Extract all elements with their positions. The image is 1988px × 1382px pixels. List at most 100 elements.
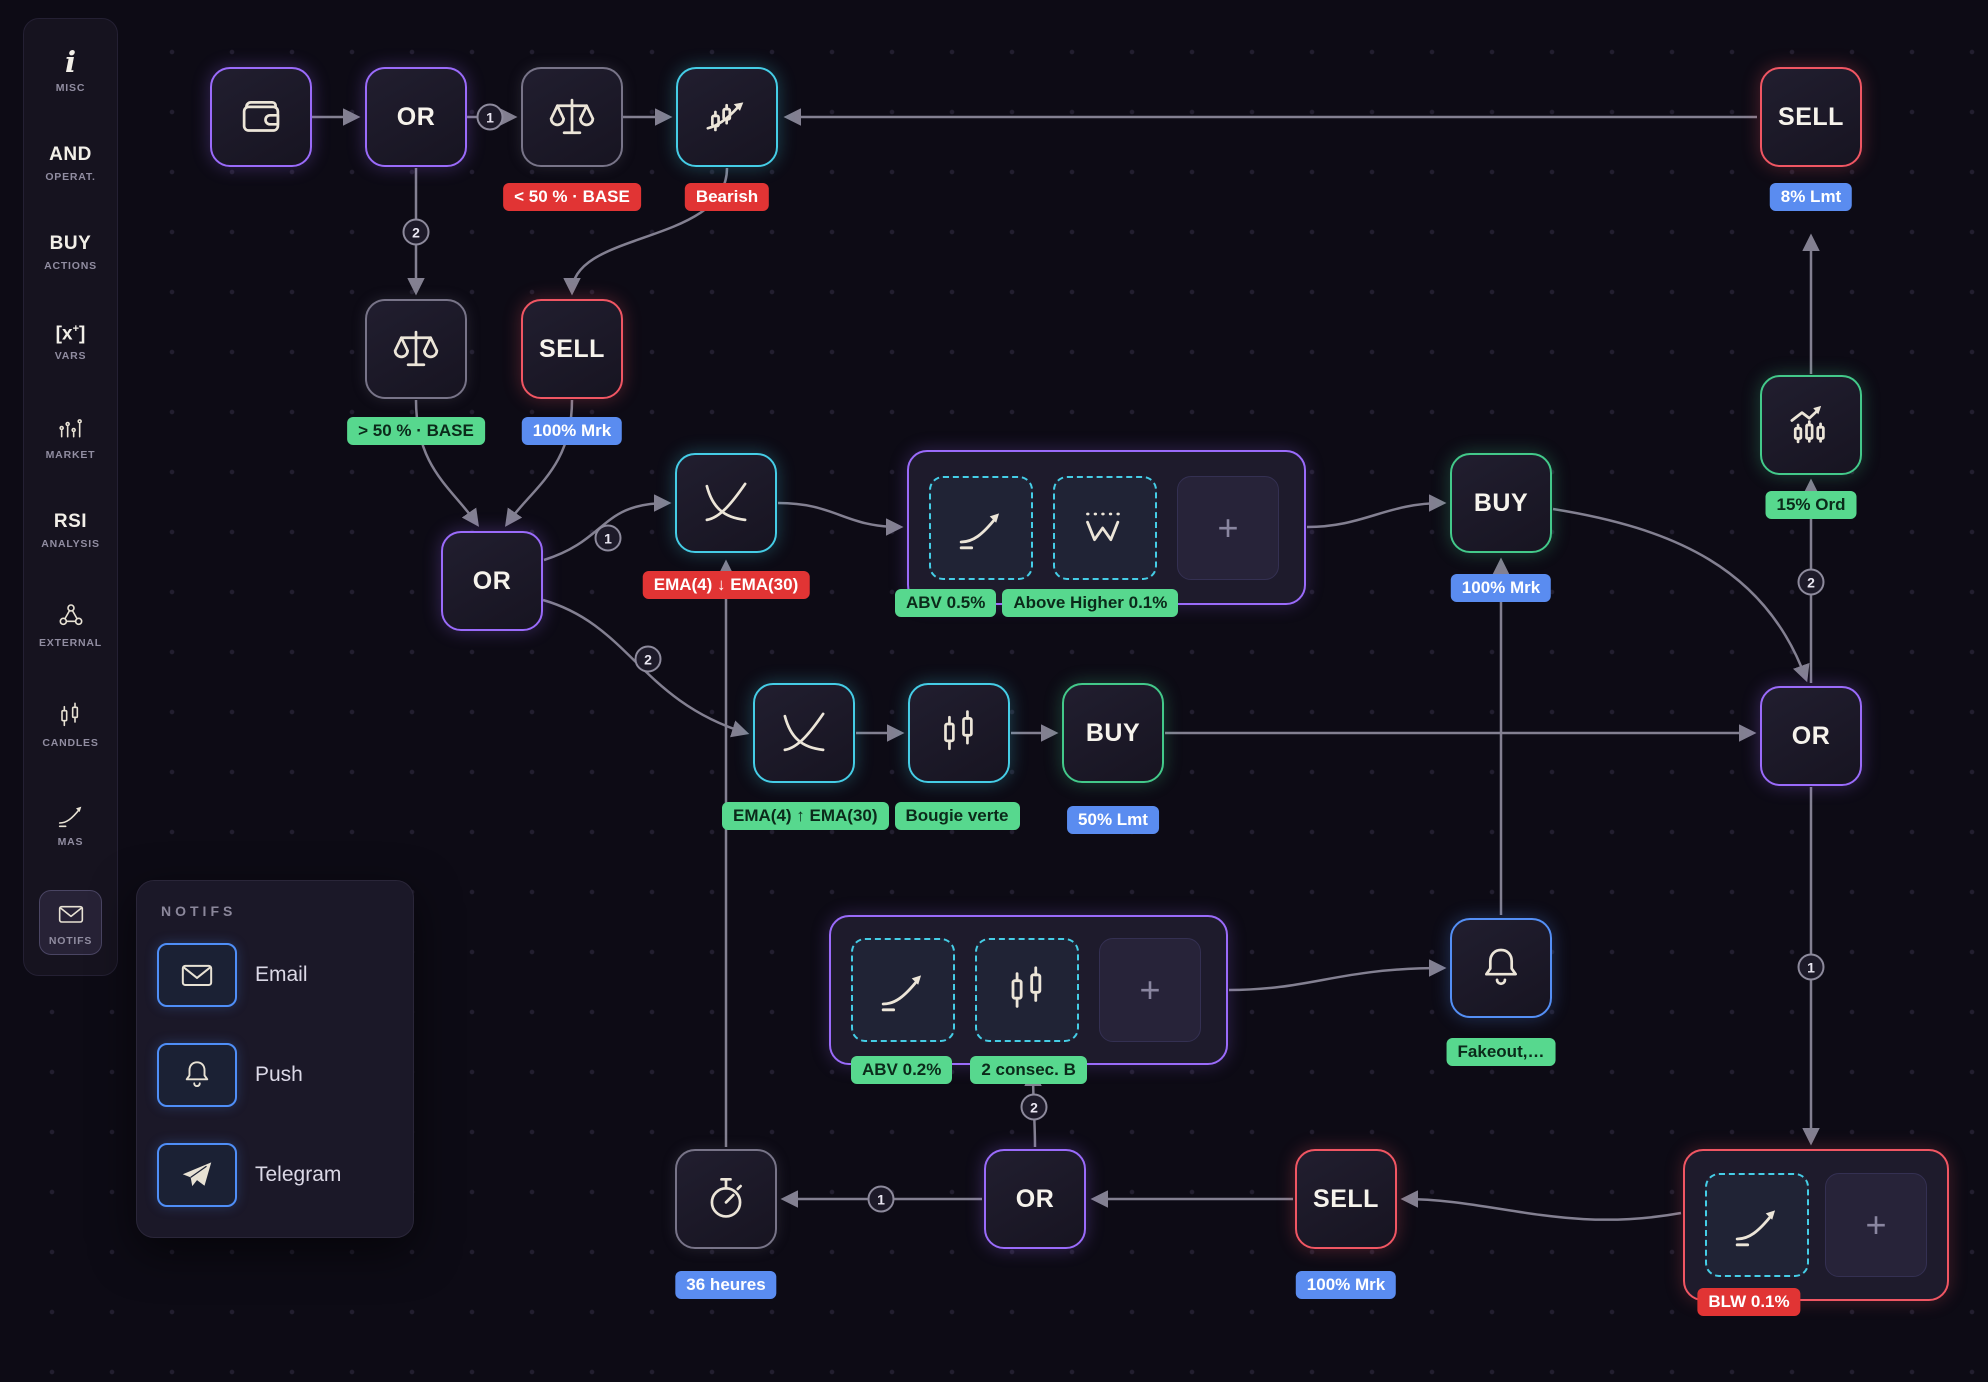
group2-condition-abv[interactable] (851, 938, 955, 1042)
pill-above-higher[interactable]: Above Higher 0.1% (1002, 589, 1179, 617)
branch-badge: 1 (476, 103, 504, 131)
trend-condition-node-bearish[interactable] (676, 67, 778, 167)
sell-node-mid[interactable]: SELL (521, 299, 623, 399)
branch-badge: 2 (402, 218, 430, 246)
notif-block-push[interactable]: Push (157, 1043, 303, 1107)
pill-ema-down[interactable]: EMA(4) ↓ EMA(30) (642, 571, 810, 599)
branch-badge: 1 (867, 1185, 895, 1213)
scales-icon (393, 330, 439, 367)
notification-node[interactable] (1450, 918, 1552, 1018)
or-node-label: OR (1791, 721, 1831, 750)
timer-node[interactable] (675, 1149, 777, 1249)
buy-node-second[interactable]: BUY (1062, 683, 1164, 783)
sidebar-item-notifs[interactable]: NOTIFS (38, 889, 103, 955)
or-node-bottom[interactable]: OR (984, 1149, 1086, 1249)
ema-cross-down-node[interactable] (675, 453, 777, 553)
trend-up-icon (1735, 1210, 1776, 1247)
sidebar-item-external[interactable]: EXTERNAL (29, 592, 112, 657)
market-icon (58, 419, 82, 438)
or-node-2[interactable]: OR (441, 531, 543, 631)
group1-pills: ABV 0.5% Above Higher 0.1% (895, 589, 1179, 617)
trend-up-icon (959, 512, 1000, 549)
pill-consec-b[interactable]: 2 consec. B (970, 1056, 1087, 1084)
envelope-icon (58, 905, 83, 923)
stopwatch-icon (710, 1177, 742, 1218)
w-pattern-icon (1086, 512, 1124, 541)
mas-icon (58, 806, 81, 827)
pill-balance-lt50[interactable]: < 50 % · BASE (503, 183, 641, 211)
buy-node-main[interactable]: BUY (1450, 453, 1552, 553)
trend-candles-icon (706, 102, 744, 132)
or-node-right[interactable]: OR (1760, 686, 1862, 786)
sidebar-item-analysis[interactable]: RSI ANALYSIS (41, 511, 100, 551)
buy-node-label: BUY (1473, 488, 1529, 517)
group1-condition-higher-low[interactable] (1053, 475, 1157, 580)
branch-badge: 2 (1797, 568, 1825, 596)
sidebar-item-misc[interactable]: i MISC (55, 45, 86, 94)
add-block-button[interactable]: + (1177, 475, 1279, 580)
telegram-icon (182, 1162, 212, 1187)
chart-up-icon (1790, 405, 1825, 444)
pill-chart-order[interactable]: 15% Ord (1765, 491, 1857, 519)
sidebar-item-vars[interactable]: [x+] VARS (54, 322, 87, 362)
sidebar-item-candles[interactable]: CANDLES (32, 692, 108, 757)
condition-group-2[interactable]: + (829, 915, 1228, 1065)
condition-group-3[interactable]: + (1683, 1149, 1949, 1301)
condition-group-1[interactable]: + (907, 450, 1306, 605)
pill-sell-bottom-amount[interactable]: 100% Mrk (1295, 1271, 1397, 1299)
sidebar-item-operators[interactable]: AND OPERAT. (45, 144, 96, 184)
pill-bougie-verte[interactable]: Bougie verte (894, 802, 1020, 830)
notifs-panel: NOTIFS Email Push (136, 880, 414, 1238)
ema-cross-up-node[interactable] (753, 683, 855, 783)
external-icon (59, 604, 82, 626)
sell-node-top[interactable]: SELL (1760, 67, 1862, 167)
pill-buy-second-amount[interactable]: 50% Lmt (1067, 806, 1159, 834)
balance-condition-node-gt50[interactable] (365, 299, 467, 399)
group1-condition-abv[interactable] (929, 475, 1033, 580)
bell-icon (185, 1061, 209, 1087)
or-node-label: OR (1015, 1184, 1055, 1213)
group3-condition-blw[interactable] (1705, 1173, 1809, 1277)
buy-node-label: BUY (1085, 718, 1141, 747)
pill-buy-main-amount[interactable]: 100% Mrk (1450, 574, 1552, 602)
group2-condition-candles[interactable] (975, 938, 1079, 1042)
pill-balance-gt50[interactable]: > 50 % · BASE (347, 417, 485, 445)
sell-node-label: SELL (539, 334, 605, 363)
envelope-icon (181, 964, 213, 986)
branch-badge: 2 (1020, 1093, 1048, 1121)
pill-abv-02[interactable]: ABV 0.2% (851, 1056, 953, 1084)
or-node-label: OR (396, 102, 436, 131)
ema-cross-icon (705, 482, 747, 522)
notif-block-telegram[interactable]: Telegram (157, 1143, 341, 1207)
add-block-button[interactable]: + (1099, 938, 1201, 1042)
or-node-1[interactable]: OR (365, 67, 467, 167)
sidebar-item-actions[interactable]: BUY ACTIONS (44, 233, 97, 273)
chart-order-node[interactable] (1760, 375, 1862, 475)
candles-icon (944, 710, 973, 751)
pill-ema-up[interactable]: EMA(4) ↑ EMA(30) (722, 802, 889, 830)
pill-fakeout[interactable]: Fakeout,… (1446, 1038, 1556, 1066)
pill-timer-duration[interactable]: 36 heures (675, 1271, 777, 1299)
green-candle-node[interactable] (908, 683, 1010, 783)
wallet-node[interactable] (210, 67, 312, 167)
sidebar-item-market[interactable]: MARKET (36, 404, 106, 469)
pill-blw-01[interactable]: BLW 0.1% (1697, 1288, 1801, 1316)
sell-node-label: SELL (1313, 1184, 1379, 1213)
branch-badge: 1 (1797, 953, 1825, 981)
pill-sell-top-amount[interactable]: 8% Lmt (1769, 183, 1853, 211)
add-block-button[interactable]: + (1825, 1173, 1927, 1277)
pill-abv-05[interactable]: ABV 0.5% (895, 589, 997, 617)
wallet-icon (242, 101, 280, 132)
or-node-label: OR (472, 566, 512, 595)
ema-cross-icon (783, 712, 825, 752)
vars-icon: [x+] (55, 322, 86, 344)
balance-condition-node-lt50[interactable] (521, 67, 623, 167)
pill-sell-mid-amount[interactable]: 100% Mrk (521, 417, 623, 445)
pill-bearish[interactable]: Bearish (684, 183, 770, 211)
sidebar-item-mas[interactable]: MAS (45, 791, 97, 856)
candles-icon (61, 702, 79, 726)
block-palette-sidebar: i MISC AND OPERAT. BUY ACTIONS [x+] VARS… (23, 18, 118, 976)
notif-block-email[interactable]: Email (157, 943, 308, 1007)
sell-node-bottom[interactable]: SELL (1295, 1149, 1397, 1249)
